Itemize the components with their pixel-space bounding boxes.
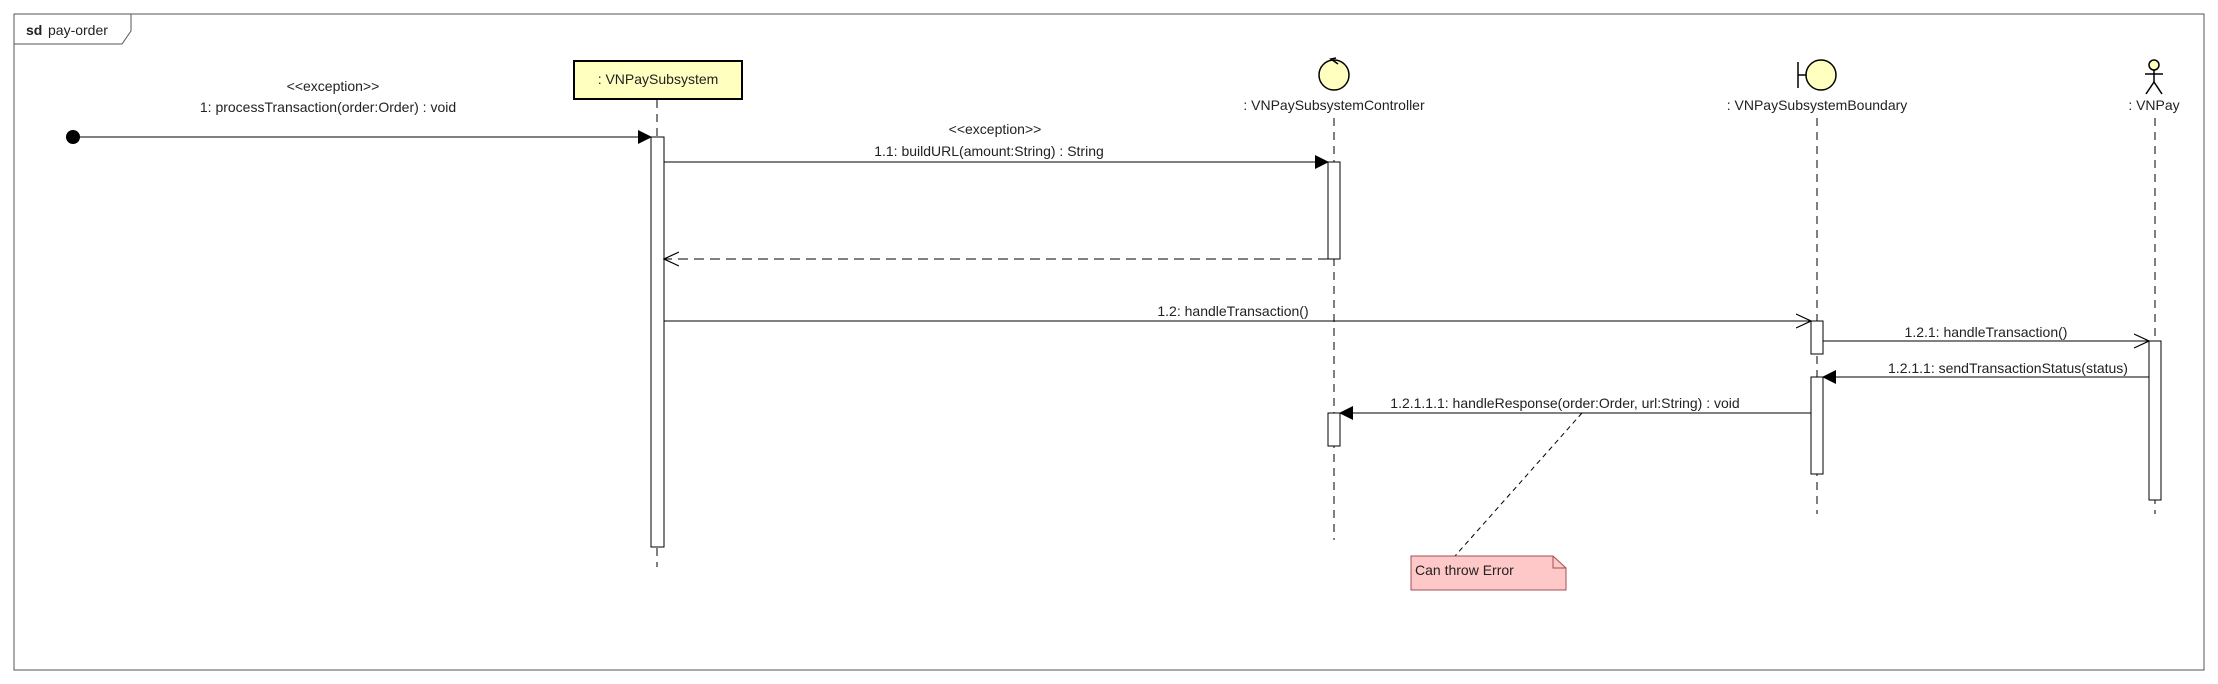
note-text: Can throw Error (1415, 562, 1514, 578)
lifeline-controller-label: : VNPaySubsystemController (1243, 97, 1425, 113)
activation-boundary-2 (1810, 376, 1824, 475)
message-1-2-1-label: 1.2.1: handleTransaction() (1905, 324, 2068, 340)
message-1-2-label: 1.2: handleTransaction() (1157, 303, 1308, 319)
lifeline-vnpay-label: : VNPay (2128, 97, 2179, 113)
message-1-2-1-1-1-label: 1.2.1.1.1: handleResponse(order:Order, u… (1390, 395, 1739, 411)
frame-tag-pentagon (13, 13, 132, 45)
note-anchor-line (1454, 412, 1583, 557)
activation-vnpay (2148, 340, 2162, 501)
activation-controller-2 (1327, 412, 1341, 447)
message-1-1-label: 1.1: buildURL(amount:String) : String (874, 143, 1104, 159)
object-subsystem[interactable] (573, 60, 743, 100)
activation-controller-1 (1327, 161, 1341, 260)
frame-tag-name: pay-order (48, 22, 108, 38)
activation-subsystem (650, 136, 665, 548)
actor-icon (2145, 59, 2163, 95)
diagram-frame (13, 13, 2205, 671)
lifeline-subsystem-label: : VNPaySubsystem (598, 71, 719, 87)
message-1-2-1-1-label: 1.2.1.1: sendTransactionStatus(status) (1888, 360, 2128, 376)
control-icon (1318, 57, 1350, 91)
lifeline-boundary-label: : VNPaySubsystemBoundary (1727, 97, 1908, 113)
message-1-stereotype: <<exception>> (287, 78, 380, 94)
note-fold (1552, 556, 1566, 569)
note-box[interactable] (1410, 555, 1567, 591)
frame-tag-keyword: sd (26, 22, 42, 38)
message-1-1-stereotype: <<exception>> (949, 121, 1042, 137)
message-1-label: 1: processTransaction(order:Order) : voi… (200, 99, 456, 115)
boundary-icon (1797, 59, 1837, 91)
activation-boundary-1 (1810, 320, 1824, 355)
